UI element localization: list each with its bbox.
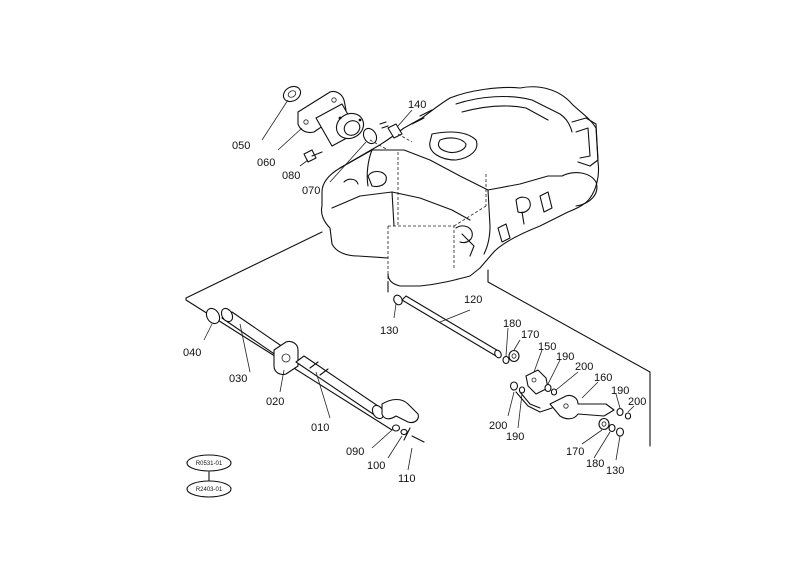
part-label-170-upper: 170 — [521, 329, 539, 341]
part-label-130-upper: 130 — [380, 325, 398, 337]
reference-tag-top: R0531-01 — [196, 461, 223, 467]
part-label-010: 010 — [311, 422, 329, 434]
part-label-130-lower: 130 — [606, 465, 624, 477]
part-label-170-lower: 170 — [566, 446, 584, 458]
part-label-150: 150 — [538, 341, 556, 353]
assembly-frame — [185, 231, 651, 447]
part-label-200-upper: 200 — [575, 361, 593, 373]
reference-tag-bottom-outline — [186, 480, 232, 498]
part-label-100: 100 — [367, 460, 385, 472]
part-label-090: 090 — [346, 446, 364, 458]
part-label-020: 020 — [266, 396, 284, 408]
engine-housing — [320, 86, 600, 287]
part-label-180-upper: 180 — [503, 318, 521, 330]
reference-tags: R0531-01 R2403-01 — [186, 454, 232, 498]
part-label-200-right: 200 — [628, 396, 646, 408]
shaft-assembly — [203, 307, 425, 471]
part-label-040: 040 — [183, 347, 201, 359]
part-label-180-lower: 180 — [586, 458, 604, 470]
part-label-120: 120 — [464, 294, 482, 306]
reference-tag-bottom: R2403-01 — [196, 487, 223, 493]
part-label-190-lower: 190 — [506, 431, 524, 443]
linkage-assembly — [393, 294, 635, 461]
part-label-190-right: 190 — [611, 385, 629, 397]
reference-tag-top-outline — [186, 454, 232, 472]
part-label-060: 060 — [257, 157, 275, 169]
part-label-080: 080 — [282, 170, 300, 182]
part-label-030: 030 — [229, 373, 247, 385]
part-label-140: 140 — [408, 99, 426, 111]
part-label-070: 070 — [302, 185, 320, 197]
part-label-110: 110 — [398, 473, 416, 485]
part-label-050: 050 — [232, 140, 250, 152]
part-label-160: 160 — [594, 372, 612, 384]
upper-parts-group — [261, 85, 413, 183]
part-label-200-lower: 200 — [489, 420, 507, 432]
part-label-190-upper: 190 — [556, 351, 574, 363]
part-labels: 050 060 080 070 140 040 030 020 010 090 … — [183, 99, 646, 485]
